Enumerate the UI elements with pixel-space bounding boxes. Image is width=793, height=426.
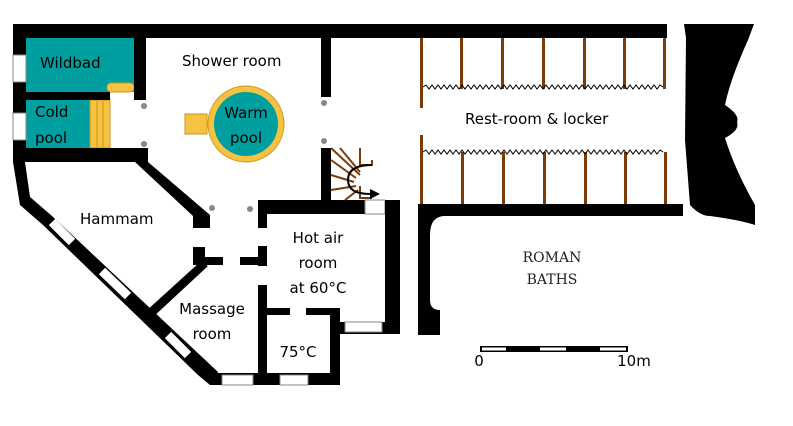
- label-hammam: Hammam: [80, 210, 154, 228]
- label-wildbad: Wildbad: [40, 54, 101, 72]
- windows-diagonal: [48, 218, 192, 359]
- cold-pool-steps: [89, 99, 111, 149]
- label-warm-pool-1: Warm: [224, 104, 268, 122]
- stairs-arrow-icon: [370, 189, 380, 199]
- label-hot-air-2: room: [299, 254, 338, 272]
- columns: [141, 100, 327, 212]
- label-hot-air-3: at 60°C: [290, 279, 347, 297]
- label-cold-pool-2: pool: [35, 129, 67, 147]
- label-hot-air-1: Hot air: [293, 229, 344, 247]
- label-rest-room: Rest-room & locker: [465, 110, 609, 128]
- label-massage-1: Massage: [179, 300, 245, 318]
- label-cold-pool-1: Cold: [35, 103, 68, 121]
- label-roman-2: BATHS: [527, 272, 578, 288]
- scale-bar: [480, 346, 628, 352]
- lockers: [420, 38, 667, 204]
- label-massage-2: room: [193, 325, 232, 343]
- label-warm-pool-2: pool: [230, 129, 262, 147]
- scale-end-label: 10m: [617, 352, 651, 370]
- warm-pool-steps: [184, 113, 208, 135]
- label-shower-room: Shower room: [182, 52, 281, 70]
- staircase: [330, 147, 380, 201]
- wildbad-step: [106, 82, 135, 93]
- scale-start-label: 0: [474, 352, 484, 370]
- label-sauna: 75°C: [279, 343, 316, 361]
- cold-pool: [26, 100, 92, 148]
- warm-pool: [184, 85, 285, 163]
- walls: [12, 24, 755, 386]
- label-roman-1: ROMAN: [523, 250, 582, 266]
